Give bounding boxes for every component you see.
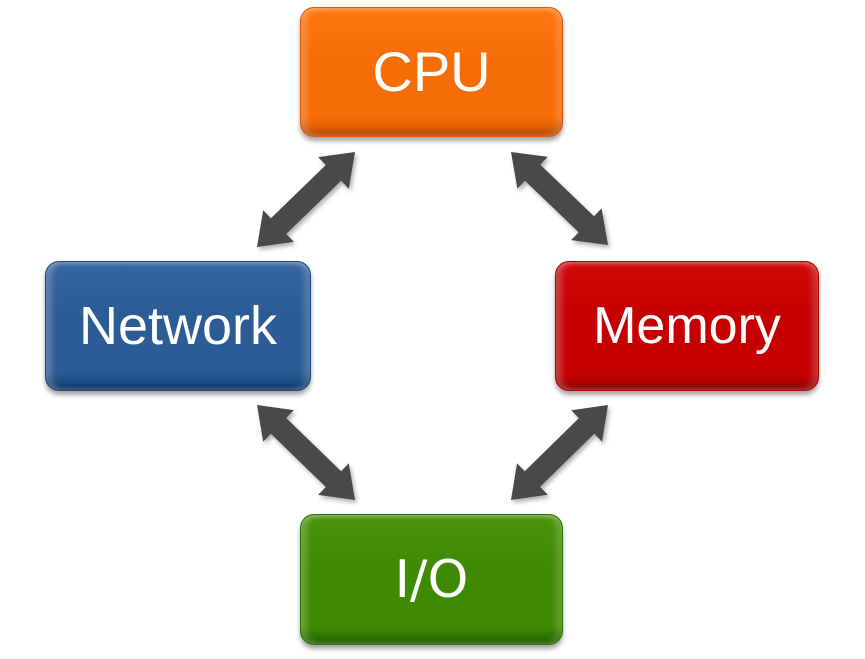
double-arrow-cpu-network	[257, 152, 355, 247]
memory-label: Memory	[593, 297, 781, 355]
memory-node: Memory	[555, 261, 819, 391]
double-arrow-memory-io	[511, 405, 608, 500]
io-label: I/O	[394, 549, 469, 610]
cpu-label: CPU	[372, 40, 491, 103]
double-arrow-cpu-memory	[511, 152, 608, 245]
double-arrow-network-io	[257, 405, 355, 500]
network-label: Network	[78, 296, 278, 356]
io-node: I/O	[300, 514, 563, 645]
cpu-node: CPU	[300, 7, 563, 137]
network-node: Network	[45, 261, 311, 391]
